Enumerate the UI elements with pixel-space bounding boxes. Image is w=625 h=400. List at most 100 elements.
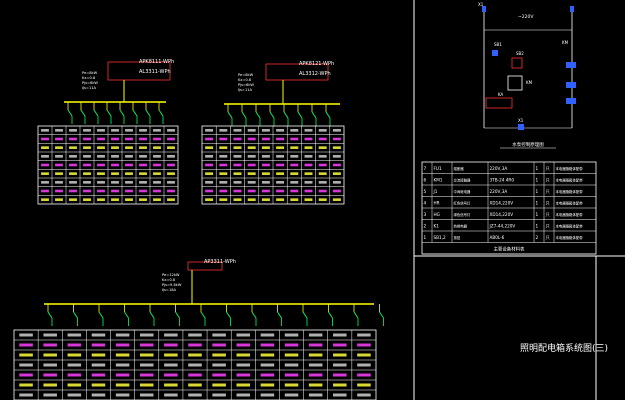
cell-mark <box>236 393 251 397</box>
cell-mark <box>167 146 175 149</box>
cell-mark <box>164 353 178 357</box>
label-sb2: SB2 <box>516 51 524 56</box>
feeder-box <box>107 61 171 81</box>
cell-mark <box>284 353 299 357</box>
terminal-x1 <box>518 124 524 130</box>
cell-mark <box>332 129 341 132</box>
load-label-4: Ijs=11A <box>82 86 97 90</box>
cell-mark <box>139 393 154 397</box>
cell-mark <box>219 172 228 175</box>
load-label-1: Pe=8kW <box>82 71 98 75</box>
cell-mark <box>164 363 178 367</box>
cell-mark <box>290 155 299 158</box>
cell-mark <box>260 353 275 357</box>
cell-mark <box>333 393 347 397</box>
material-cell-no: 2 <box>424 223 427 228</box>
cell-mark <box>188 373 202 377</box>
cell-mark <box>19 383 33 387</box>
cell-mark <box>219 129 228 132</box>
cell-mark <box>304 155 313 158</box>
cell-mark <box>139 172 147 175</box>
label-x1: X1 <box>478 2 484 7</box>
cell-mark <box>67 393 82 397</box>
cell-mark <box>125 198 133 201</box>
cell-mark <box>219 163 228 167</box>
contact-sb1 <box>492 50 498 56</box>
distribution-panel-2: APK8121-WPh AL3312-WPh Pe=8kW Kx=0.8 Pjs… <box>201 61 345 205</box>
cell-mark <box>332 181 341 184</box>
cell-mark <box>261 137 270 141</box>
material-cell-spec: 220V,3A <box>490 189 508 194</box>
cell-mark <box>139 181 147 184</box>
cell-mark <box>332 189 341 193</box>
cell-mark <box>91 383 106 387</box>
cell-mark <box>284 373 299 377</box>
cell-mark <box>318 137 327 141</box>
cell-mark <box>19 373 33 377</box>
material-cell-name: 绿色信号灯 <box>454 212 472 217</box>
cell-mark <box>212 383 226 387</box>
material-cell-spec: 220V,3A <box>490 166 508 171</box>
cell-mark <box>205 163 214 167</box>
cell-mark <box>115 353 130 357</box>
cell-mark <box>233 181 242 184</box>
cell-mark <box>260 393 275 397</box>
cell-mark <box>111 137 119 141</box>
cell-mark <box>167 163 175 167</box>
cell-mark <box>261 146 270 149</box>
cell-mark <box>111 189 119 193</box>
breaker-symbol <box>226 311 231 319</box>
material-cell-name: 熔断器 <box>454 166 465 171</box>
cell-mark <box>261 172 270 175</box>
cell-mark <box>41 137 49 141</box>
voltage-label: ~220V <box>518 14 534 20</box>
table-frame <box>13 329 377 400</box>
cell-mark <box>91 373 106 377</box>
cell-mark <box>55 181 63 184</box>
material-cell-code: J1 <box>433 189 438 194</box>
cell-mark <box>153 189 161 193</box>
cell-mark <box>19 363 33 367</box>
cell-mark <box>83 146 91 149</box>
cell-mark <box>55 172 63 175</box>
cell-mark <box>153 146 161 149</box>
cell-mark <box>333 373 347 377</box>
cell-mark <box>125 146 133 149</box>
cell-mark <box>318 163 327 167</box>
cell-mark <box>55 137 63 141</box>
material-cell-note: 本电器随箱体配带 <box>556 166 584 171</box>
breaker-symbol <box>98 311 104 319</box>
distribution-panel-1: APK8111-WPh AL3311-WPh Pe=8kW Kx=0.8 Pjs… <box>37 59 179 205</box>
cell-mark <box>19 393 33 397</box>
cell-mark <box>212 333 226 337</box>
cell-mark <box>83 189 91 193</box>
cell-mark <box>233 155 242 158</box>
cell-mark <box>205 172 214 175</box>
breaker-symbol <box>277 311 282 319</box>
cell-mark <box>304 137 313 141</box>
material-cell-no: 5 <box>424 189 427 194</box>
cell-mark <box>233 163 242 167</box>
cell-mark <box>304 163 313 167</box>
material-cell-name: 交流接触器 <box>454 177 472 182</box>
cell-mark <box>276 189 285 193</box>
cell-mark <box>83 137 91 141</box>
cell-mark <box>284 343 299 347</box>
cell-mark <box>308 383 323 387</box>
cell-mark <box>236 333 251 337</box>
cell-mark <box>139 189 147 193</box>
material-table-footer: 主要设备材料表 <box>494 245 525 252</box>
label-km: KM <box>526 80 533 85</box>
cell-mark <box>167 172 175 175</box>
km-contact <box>566 82 576 88</box>
cell-mark <box>139 343 154 347</box>
load-label-1: Pe=8kW <box>238 73 254 77</box>
label-ka: KA <box>498 92 504 97</box>
cell-mark <box>357 363 371 367</box>
cell-mark <box>153 137 161 141</box>
material-cell-unit: 只 <box>546 166 550 172</box>
cell-mark <box>205 181 214 184</box>
cell-mark <box>97 172 105 175</box>
cell-mark <box>284 383 299 387</box>
cell-mark <box>139 163 147 167</box>
